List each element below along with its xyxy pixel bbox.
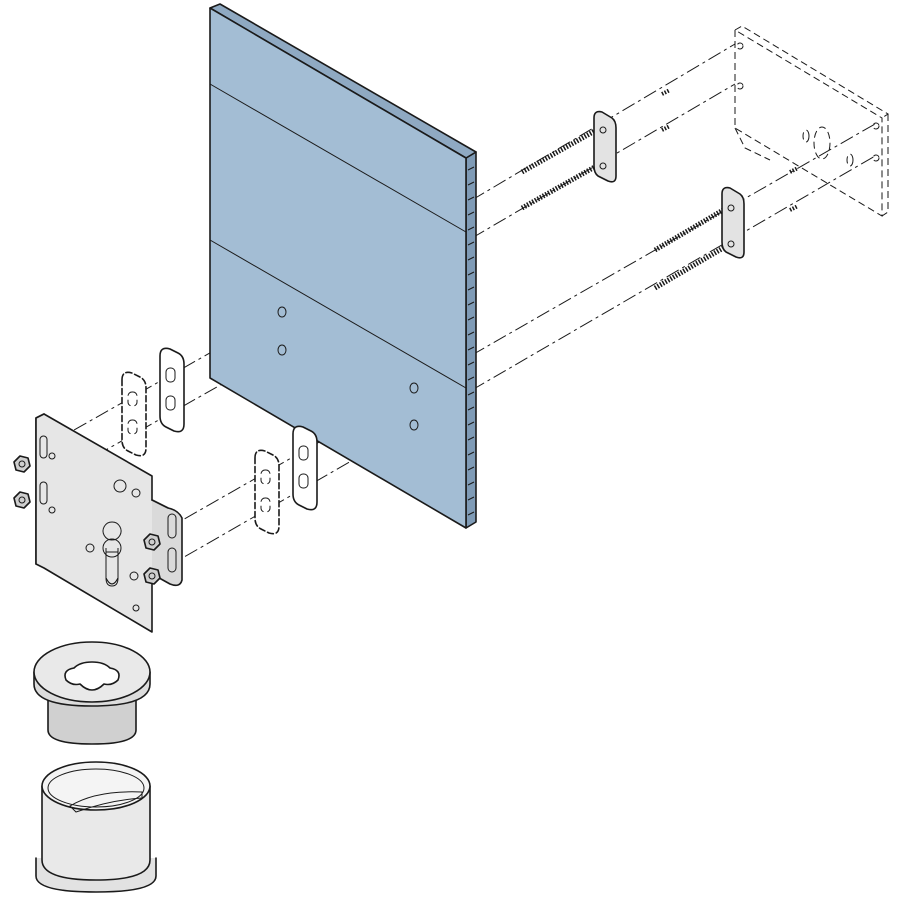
hex-nut-set — [13, 455, 161, 585]
sleeve-cup — [35, 761, 157, 893]
spacer-block — [292, 425, 318, 511]
keyhole-slot — [102, 521, 122, 587]
flange-cap — [33, 641, 151, 745]
lower-rod-assembly — [653, 166, 799, 291]
spacer-block-set-upper — [121, 347, 185, 457]
hex-nut — [143, 567, 161, 585]
spacer-block — [159, 347, 185, 433]
stud-tip — [661, 124, 671, 132]
hex-nut — [143, 533, 161, 551]
front-mounting-plate — [35, 413, 183, 633]
rear-mounting-bracket — [734, 25, 889, 217]
panel-face — [209, 7, 467, 529]
stud-tip — [789, 166, 799, 174]
wall-panel — [209, 3, 477, 529]
spacer-block-set-lower — [254, 425, 318, 535]
threaded-rod — [520, 125, 602, 175]
upper-rod-assembly — [520, 88, 671, 211]
panel-edge — [465, 151, 477, 529]
threaded-rod — [653, 203, 732, 253]
rod-backing-plate — [593, 110, 617, 183]
keyhole-slot — [64, 661, 120, 691]
spacer-block — [121, 371, 147, 457]
rod-backing-plate — [721, 186, 745, 259]
stud-tip — [789, 204, 799, 212]
threaded-rod — [653, 241, 732, 291]
hex-nut — [13, 455, 31, 473]
stud-tip — [661, 88, 671, 96]
hex-nut — [13, 491, 31, 509]
spacer-block — [254, 449, 280, 535]
